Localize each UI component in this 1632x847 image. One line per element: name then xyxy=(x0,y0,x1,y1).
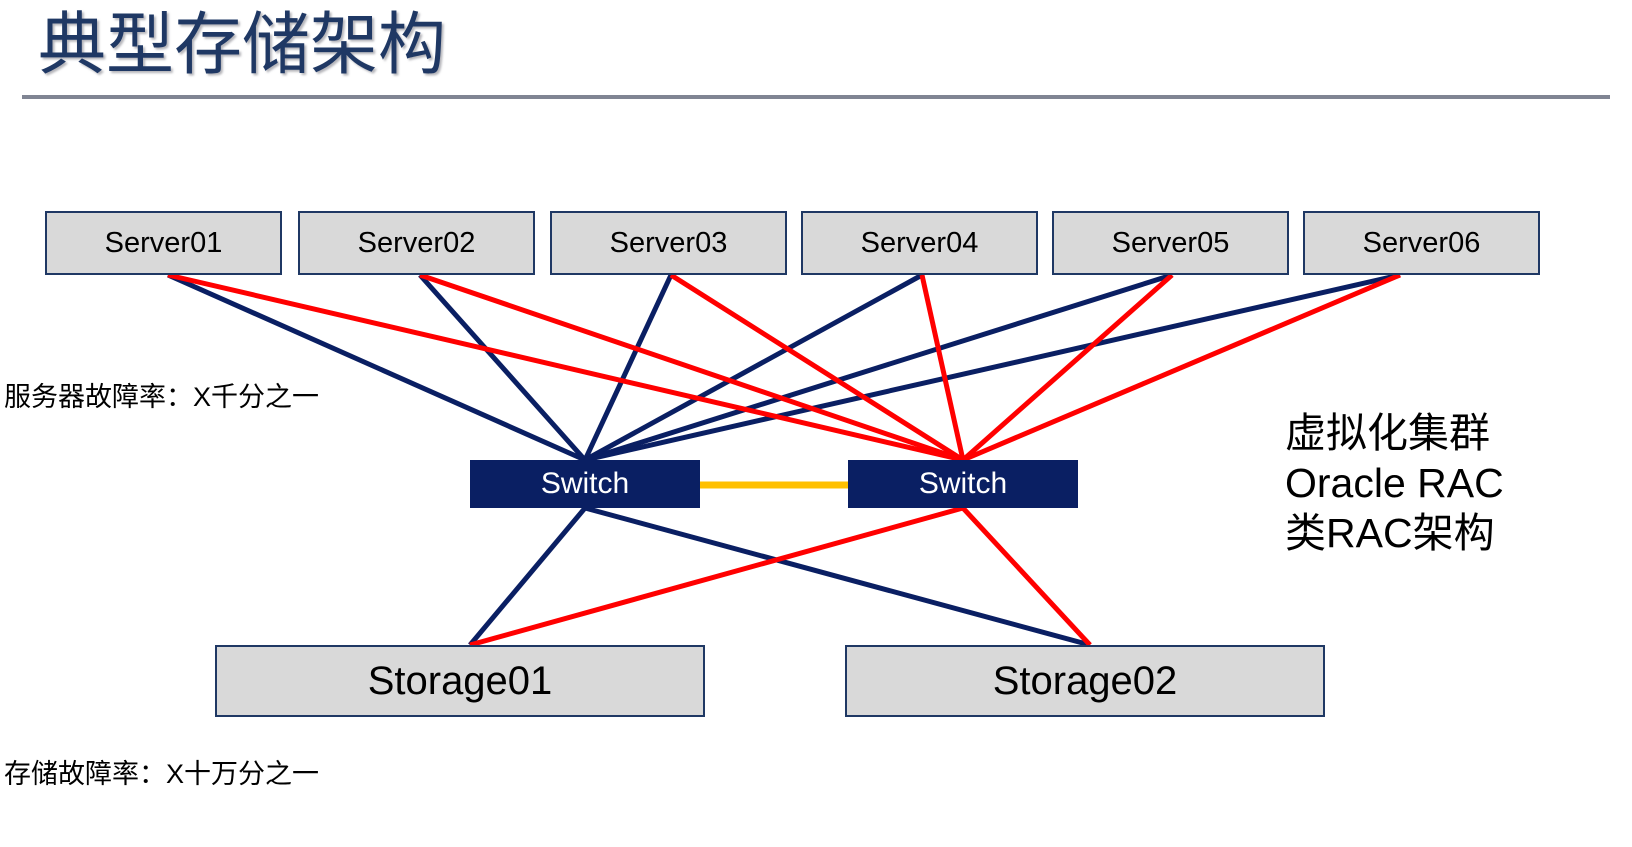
server-to-left-switch-links xyxy=(166,272,1401,463)
link-switch-left-to-storage-01 xyxy=(468,506,587,647)
server-label-06: Server06 xyxy=(1362,226,1481,259)
link-switch-right-to-storage-02 xyxy=(961,506,1092,647)
server-label-01: Server01 xyxy=(104,226,223,259)
link-server2-to-switch-right xyxy=(419,272,964,463)
storage-label-02: Storage02 xyxy=(992,658,1178,703)
switch-label-right: Switch xyxy=(918,467,1008,500)
server-box-04[interactable]: Server04 xyxy=(801,211,1038,275)
link-server6-to-switch-right xyxy=(962,272,1401,463)
storage-box-01[interactable]: Storage01 xyxy=(215,645,705,717)
link-server2-to-switch-left xyxy=(418,273,587,462)
switch-label-left: Switch xyxy=(540,467,630,500)
server-box-06[interactable]: Server06 xyxy=(1303,211,1540,275)
cluster-type-note: 虚拟化集群 Oracle RAC 类RAC架构 xyxy=(1285,408,1504,558)
link-server1-to-switch-left xyxy=(166,272,587,463)
server-box-03[interactable]: Server03 xyxy=(550,211,787,275)
server-label-05: Server05 xyxy=(1111,226,1230,259)
storage-label-01: Storage01 xyxy=(367,658,553,703)
title-divider xyxy=(22,95,1610,99)
link-server3-to-switch-right xyxy=(669,272,965,463)
storage-failure-rate-note: 存储故障率：X十万分之一 xyxy=(4,759,320,789)
link-server4-to-switch-right xyxy=(919,274,966,461)
server-label-04: Server04 xyxy=(860,226,979,259)
link-switch-left-to-storage-02 xyxy=(584,505,1091,648)
cluster-type-line-1: 虚拟化集群 xyxy=(1285,410,1490,456)
link-server6-to-switch-left xyxy=(584,272,1401,463)
server-label-02: Server02 xyxy=(357,226,476,259)
switch-to-storage-links xyxy=(468,505,1092,648)
server-failure-rate-note: 服务器故障率：X千分之一 xyxy=(4,382,320,412)
switch-box-left[interactable]: Switch xyxy=(470,460,700,508)
storage-box-02[interactable]: Storage02 xyxy=(845,645,1325,717)
link-switch-right-to-storage-01 xyxy=(469,505,964,648)
server-label-03: Server03 xyxy=(609,226,728,259)
cluster-type-line-3: 类RAC架构 xyxy=(1285,510,1495,556)
link-server5-to-switch-right xyxy=(961,273,1174,462)
link-server3-to-switch-left xyxy=(582,273,674,462)
link-server5-to-switch-left xyxy=(584,272,1173,463)
server-to-right-switch-links xyxy=(167,272,1401,463)
server-box-05[interactable]: Server05 xyxy=(1052,211,1289,275)
cluster-type-line-2: Oracle RAC xyxy=(1285,460,1504,506)
server-box-01[interactable]: Server01 xyxy=(45,211,282,275)
server-box-02[interactable]: Server02 xyxy=(298,211,535,275)
switch-box-right[interactable]: Switch xyxy=(848,460,1078,508)
link-server1-to-switch-right xyxy=(167,272,964,463)
page-title: 典型存储架构 xyxy=(38,7,447,83)
link-server4-to-switch-left xyxy=(583,272,924,463)
